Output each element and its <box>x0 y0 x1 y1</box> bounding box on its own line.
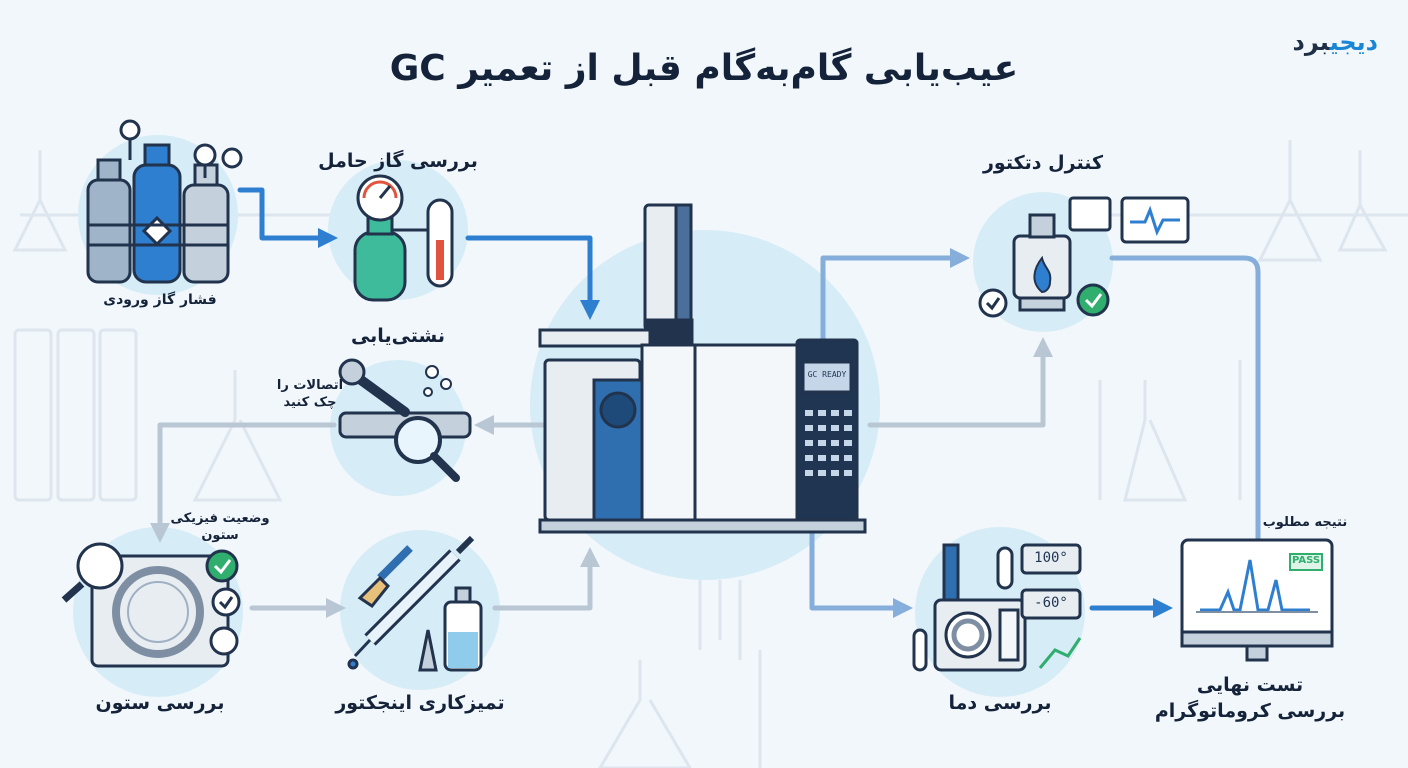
label-column-check: بررسی ستون <box>95 692 225 714</box>
column-coil-icon <box>61 542 230 668</box>
gas-cylinders-icon <box>86 119 243 284</box>
label-carrier-gas: بررسی گاز حامل <box>318 150 478 172</box>
label-leak-test: نشتی‌یابی <box>350 325 446 347</box>
label-detector-control: کنترل دتکتور <box>982 152 1104 174</box>
label-final-test: تست نهایی بررسی کروماتوگرام <box>1150 672 1350 724</box>
arrow-final-to-detector <box>1109 255 1261 541</box>
syringe-icon <box>347 535 475 670</box>
pass-badge: PASS <box>1291 555 1321 566</box>
arrow-leak-to-column <box>150 422 337 543</box>
brand-logo: دیجیبرد <box>1293 28 1378 56</box>
thermometer-icon <box>392 198 454 288</box>
label-injector-clean: تمیزکاری اینجکتور <box>335 692 505 714</box>
column-state-line1: وضعیت فیزیکی <box>170 511 270 526</box>
temp-display-2: -60° <box>1034 595 1068 611</box>
page-title: عیب‌یابی گام‌به‌گام قبل از تعمیر GC <box>389 48 1019 89</box>
gc-instrument-icon <box>538 203 867 534</box>
flame-icon <box>1033 255 1052 294</box>
leak-note-line1: اتصالات را <box>276 378 344 393</box>
arrow-inlet-to-carrier <box>237 187 338 248</box>
pressure-gauge-icon <box>353 174 407 302</box>
brand-part2: برد <box>1292 28 1330 56</box>
gc-screen-text: GC READY <box>807 370 847 379</box>
brush-icon <box>357 545 413 609</box>
column-state-line2: ستون <box>201 528 239 543</box>
arrow-carrier-to-gc <box>465 235 600 320</box>
label-column-state: وضعیت فیزیکی ستون <box>170 510 270 544</box>
final-test-line1: تست نهایی <box>1196 674 1304 696</box>
check-icon <box>205 549 241 656</box>
label-inlet-pressure: فشار گاز ورودی <box>103 292 217 308</box>
arrow-gc-to-detector-lower <box>867 337 1053 428</box>
label-temp-check: بررسی دما <box>948 692 1052 714</box>
bubbles-icon <box>423 365 452 397</box>
final-test-line2: بررسی کروماتوگرام <box>1154 700 1346 722</box>
label-desired-result: نتیجه مطلوب <box>1262 515 1348 530</box>
chromatogram-icon <box>1180 538 1334 662</box>
bottle-icon <box>418 586 483 672</box>
detector-icon <box>978 196 1190 318</box>
arrow-injector-to-gc <box>492 547 600 611</box>
oven-icon <box>912 543 1082 672</box>
temp-display-1: 100° <box>1034 550 1068 566</box>
magnifier-icon <box>394 416 460 482</box>
label-leak-note: اتصالات را چک کنید <box>265 377 355 411</box>
leak-note-line2: چک کنید <box>283 395 337 410</box>
arrow-gc-to-detector <box>820 248 970 343</box>
brand-part1: دیجی <box>1329 28 1378 56</box>
arrow-gc-to-temp <box>809 527 913 618</box>
